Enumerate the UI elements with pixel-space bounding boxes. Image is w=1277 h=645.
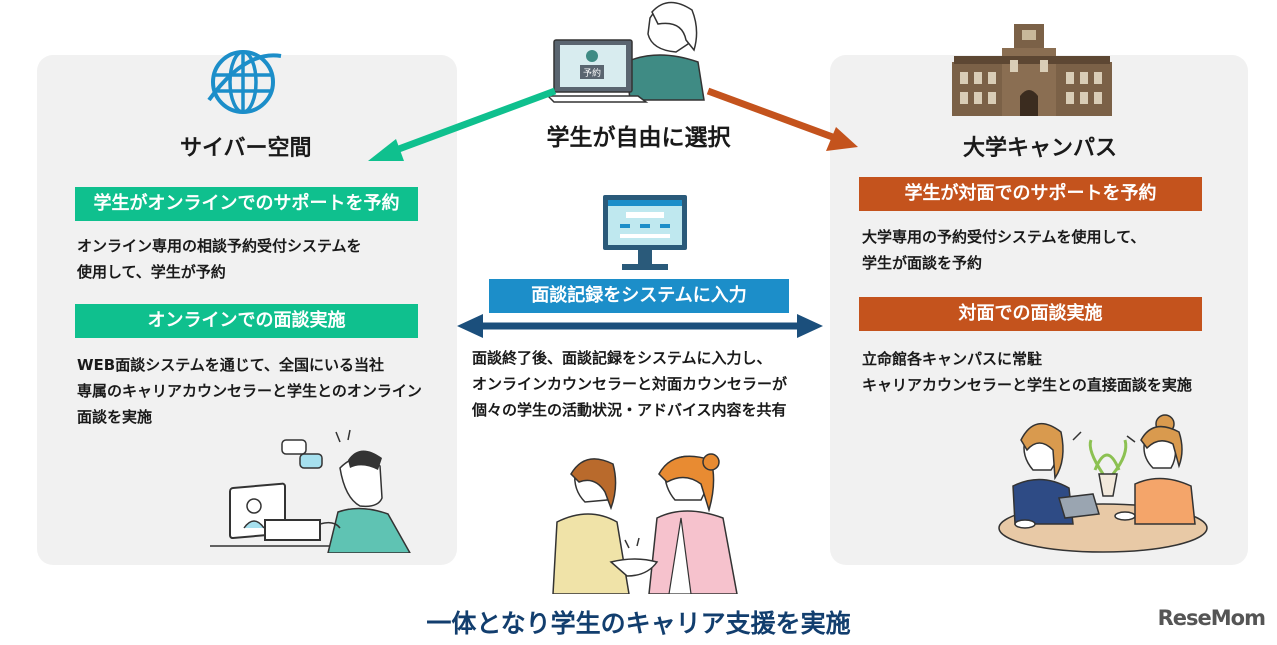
online-booking-tag: 学生がオンラインでのサポートを予約	[75, 187, 418, 221]
desc-line: オンラインカウンセラーと対面カウンセラーが	[472, 375, 788, 393]
student-laptop-illustration: 予約	[548, 1, 705, 103]
globe-icon	[207, 50, 282, 114]
arrow-to-campus-icon	[826, 127, 858, 151]
online-booking-desc: オンライン専用の相談予約受付システムを 使用して、学生が予約	[77, 233, 362, 285]
choice-arrows	[368, 87, 858, 161]
system-share-desc: 面談終了後、面談記録をシステムに入力し、 オンラインカウンセラーと対面カウンセラ…	[472, 345, 787, 423]
arrow-to-cyber-icon	[368, 139, 404, 161]
desc-line: 面談終了後、面談記録をシステムに入力し、	[472, 349, 772, 367]
campus-interview-tag: 対面での面談実施	[859, 297, 1202, 331]
desktop-monitor-icon	[603, 195, 687, 270]
double-arrow-icon	[457, 314, 823, 338]
desc-line: 面談を実施	[77, 408, 153, 426]
footer-title: 一体となり学生のキャリア支援を実施	[426, 609, 851, 638]
campus-heading: 大学キャンパス	[963, 136, 1118, 161]
face-to-face-meeting-illustration	[998, 414, 1208, 553]
laptop-screen-label: 予約	[583, 67, 601, 79]
university-building-icon	[952, 24, 1112, 116]
free-choice-label: 学生が自由に選択	[546, 125, 731, 151]
video-call-illustration	[210, 429, 411, 553]
handshake-illustration	[552, 453, 738, 594]
desc-line: オンライン専用の相談予約受付システムを	[77, 237, 362, 255]
desc-line: キャリアカウンセラーと学生との直接面談を実施	[862, 376, 1192, 394]
desc-line: 大学専用の予約受付システムを使用して、	[862, 228, 1146, 246]
campus-booking-tag: 学生が対面でのサポートを予約	[859, 177, 1202, 211]
desc-line: 学生が面談を予約	[862, 254, 983, 272]
desc-line: 使用して、学生が予約	[77, 263, 226, 281]
campus-interview-desc: 立命館各キャンパスに常駐 キャリアカウンセラーと学生との直接面談を実施	[862, 346, 1192, 398]
desc-line: 個々の学生の活動状況・アドバイス内容を共有	[472, 401, 787, 419]
desc-line: 専属のキャリアカウンセラーと学生とのオンライン	[77, 382, 422, 400]
desc-line: 立命館各キャンパスに常駐	[862, 350, 1043, 368]
resemom-logo: ReseMom	[1157, 606, 1266, 630]
campus-booking-desc: 大学専用の予約受付システムを使用して、 学生が面談を予約	[862, 224, 1145, 276]
cyber-space-heading: サイバー空間	[180, 136, 312, 161]
online-interview-desc: WEB面談システムを通じて、全国にいる当社 専属のキャリアカウンセラーと学生との…	[77, 352, 422, 430]
system-input-tag: 面談記録をシステムに入力	[489, 279, 789, 313]
desc-line: WEB面談システムを通じて、全国にいる当社	[77, 356, 385, 374]
online-interview-tag: オンラインでの面談実施	[75, 304, 418, 338]
